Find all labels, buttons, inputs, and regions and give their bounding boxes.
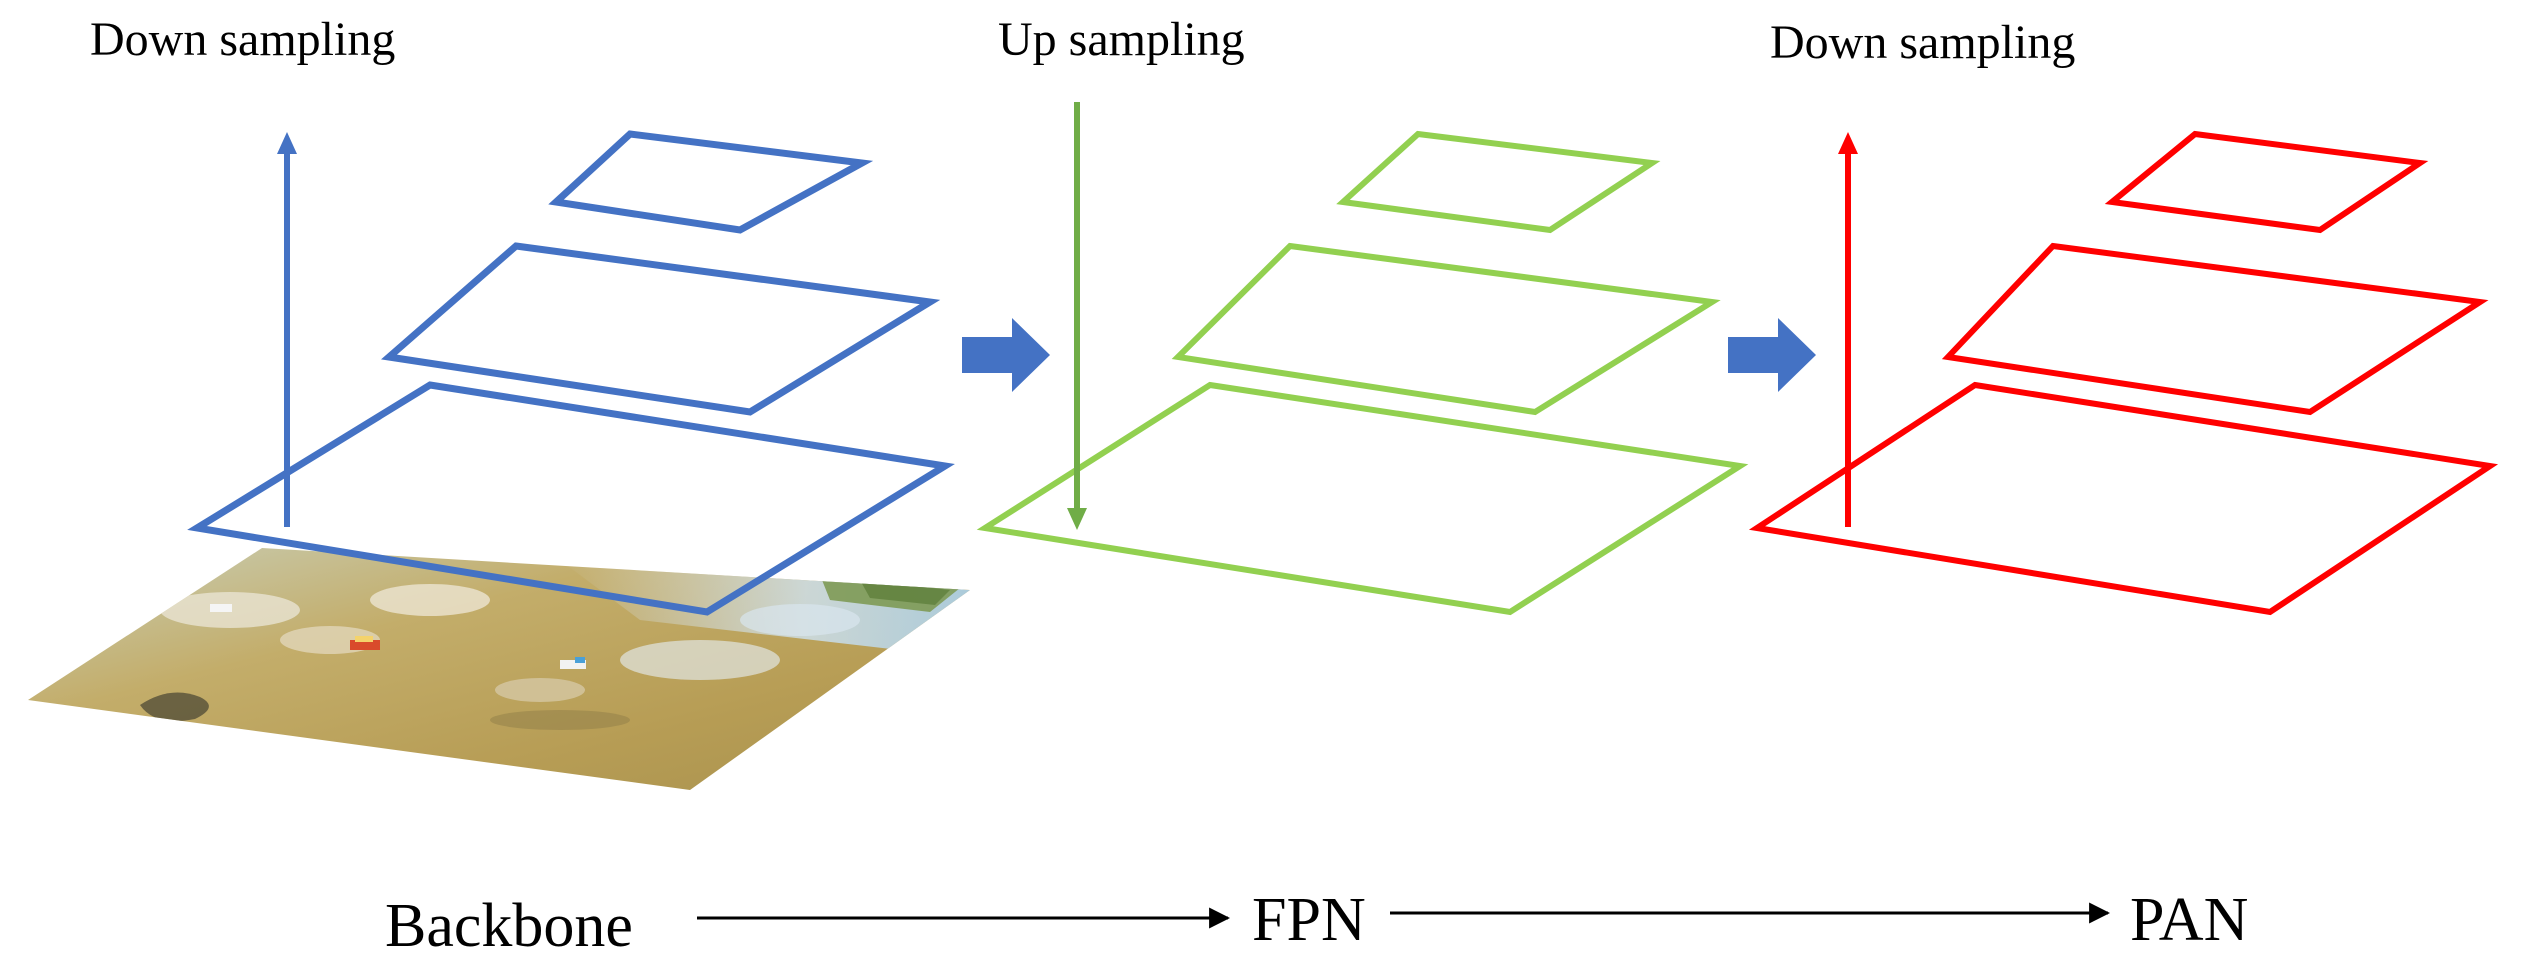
backbone-section [187, 130, 955, 616]
fpn-section-title: Up sampling [998, 13, 1245, 66]
pan-section-title: Down sampling [1770, 16, 2075, 69]
pan-layer-large [1748, 381, 2499, 616]
pan-up-arrow-head [1838, 132, 1858, 154]
stage-label-pan: PAN [2130, 886, 2248, 954]
pan-layer-small [2104, 130, 2429, 234]
fpn-layer-large [976, 381, 1749, 616]
stage-label-fpn: FPN [1252, 886, 1366, 954]
transition-arrow-2 [1728, 318, 1816, 392]
backbone-layer-medium [381, 242, 941, 416]
backbone-layer-large [187, 381, 955, 616]
transition-arrow-1 [962, 318, 1050, 392]
fpn-layer-small [1336, 130, 1661, 234]
backbone-up-arrow-head [277, 132, 297, 154]
fpn-down-arrow-head [1067, 508, 1087, 530]
pan-section [1748, 130, 2499, 616]
fpn-section [976, 102, 1749, 616]
backbone-layer-small [548, 130, 874, 234]
pan-layer-medium [1941, 242, 2489, 416]
pipeline: Backbone FPN PAN [385, 886, 2248, 960]
stage-label-backbone: Backbone [385, 892, 633, 960]
backbone-section-title: Down sampling [90, 13, 395, 66]
input-image [28, 548, 970, 790]
fpn-layer-medium [1171, 242, 1721, 416]
